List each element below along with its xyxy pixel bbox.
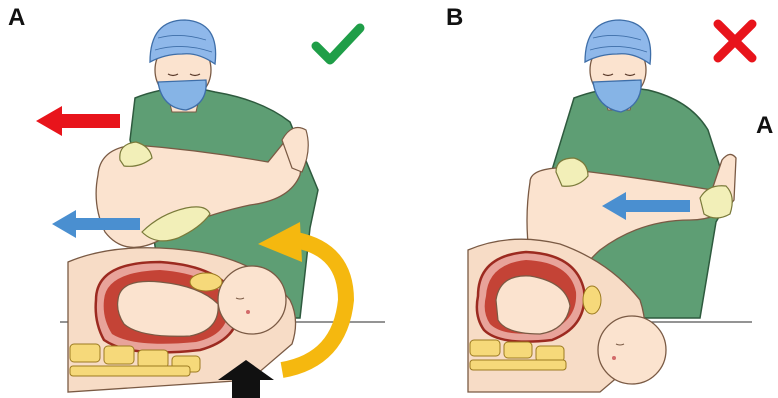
panel-b-illustration [468,20,752,392]
baby-head-a [218,266,286,334]
check-mark-icon [316,28,360,60]
baby-head-b [598,316,666,384]
red-arrow-left-icon [36,106,120,136]
bladder-a [190,273,222,291]
panel-a-illustration [36,20,385,398]
cross-mark-icon [718,24,752,58]
bladder-b [583,286,601,314]
